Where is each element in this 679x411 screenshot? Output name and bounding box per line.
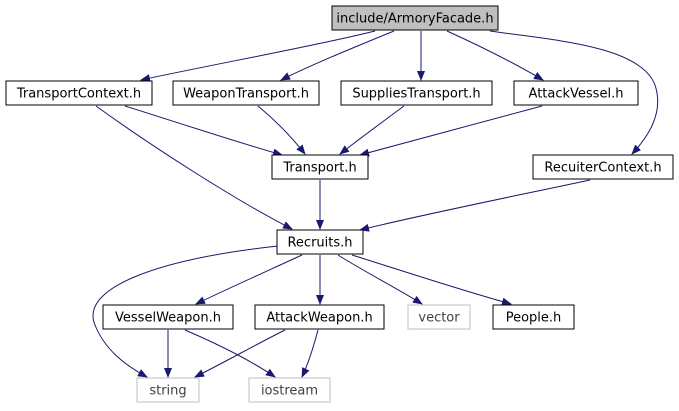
- edge-recruits-to-people: [351, 254, 512, 306]
- edge-transport-context-to-recruits: [95, 105, 293, 230]
- node-armory[interactable]: include/ArmoryFacade.h: [331, 5, 499, 31]
- node-box: [340, 80, 493, 106]
- node-box: [407, 304, 471, 330]
- node-attack-vessel[interactable]: AttackVessel.h: [513, 80, 639, 106]
- edge-recruits-to-vector: [337, 254, 423, 305]
- node-box: [276, 229, 364, 255]
- node-label: include/ArmoryFacade.h: [336, 12, 493, 27]
- node-people[interactable]: People.h: [492, 304, 575, 330]
- node-label: iostream: [261, 384, 318, 399]
- node-box: [254, 304, 385, 330]
- node-label: Transport.h: [282, 161, 356, 176]
- node-box: [513, 80, 639, 106]
- node-label: AttackWeapon.h: [266, 311, 372, 326]
- node-iostream: iostream: [248, 377, 331, 403]
- node-string: string: [136, 377, 200, 403]
- node-transport-context[interactable]: TransportContext.h: [5, 80, 153, 106]
- edge-armory-to-weapon-transport: [280, 30, 395, 81]
- node-box: [271, 154, 369, 180]
- node-box: [248, 377, 331, 403]
- node-box: [331, 5, 499, 31]
- node-label: AttackVessel.h: [529, 87, 624, 102]
- node-transport[interactable]: Transport.h: [271, 154, 369, 180]
- node-label: string: [149, 384, 186, 399]
- node-label: RecuiterContext.h: [544, 161, 661, 176]
- node-box: [172, 80, 320, 106]
- edge-armory-to-recuiter-context: [489, 30, 659, 155]
- node-recuiter-context[interactable]: RecuiterContext.h: [532, 154, 674, 180]
- edge-armory-to-transport-context: [140, 30, 376, 82]
- node-label: SuppliesTransport.h: [352, 87, 480, 102]
- node-box: [532, 154, 674, 180]
- node-label: TransportContext.h: [16, 87, 141, 102]
- node-label: People.h: [506, 311, 562, 326]
- node-recruits[interactable]: Recruits.h: [276, 229, 364, 255]
- node-vector: vector: [407, 304, 471, 330]
- edge-recruits-to-vessel-weapon: [195, 254, 303, 305]
- edges-layer: [92, 30, 659, 378]
- node-box: [136, 377, 200, 403]
- edge-attack-vessel-to-transport: [359, 105, 543, 157]
- node-label: WeaponTransport.h: [183, 87, 309, 102]
- edge-attack-weapon-to-string: [194, 329, 286, 378]
- edge-recruits-to-string: [92, 245, 279, 378]
- node-attack-weapon[interactable]: AttackWeapon.h: [254, 304, 385, 330]
- edge-weapon-transport-to-transport: [257, 105, 306, 155]
- edge-vessel-weapon-to-iostream: [184, 329, 276, 378]
- node-label: VesselWeapon.h: [115, 311, 221, 326]
- node-label: vector: [418, 311, 460, 326]
- edge-supplies-transport-to-transport: [339, 105, 405, 155]
- node-weapon-transport[interactable]: WeaponTransport.h: [172, 80, 320, 106]
- edge-transport-context-to-transport: [124, 105, 283, 157]
- node-vessel-weapon[interactable]: VesselWeapon.h: [102, 304, 234, 330]
- nodes-layer: include/ArmoryFacade.hTransportContext.h…: [5, 5, 674, 403]
- edge-armory-to-attack-vessel: [446, 30, 544, 81]
- node-box: [102, 304, 234, 330]
- edge-attack-weapon-to-iostream: [301, 329, 319, 378]
- edge-recuiter-context-to-recruits: [359, 179, 591, 232]
- node-box: [5, 80, 153, 106]
- node-box: [492, 304, 575, 330]
- node-label: Recruits.h: [287, 236, 352, 251]
- node-supplies-transport[interactable]: SuppliesTransport.h: [340, 80, 493, 106]
